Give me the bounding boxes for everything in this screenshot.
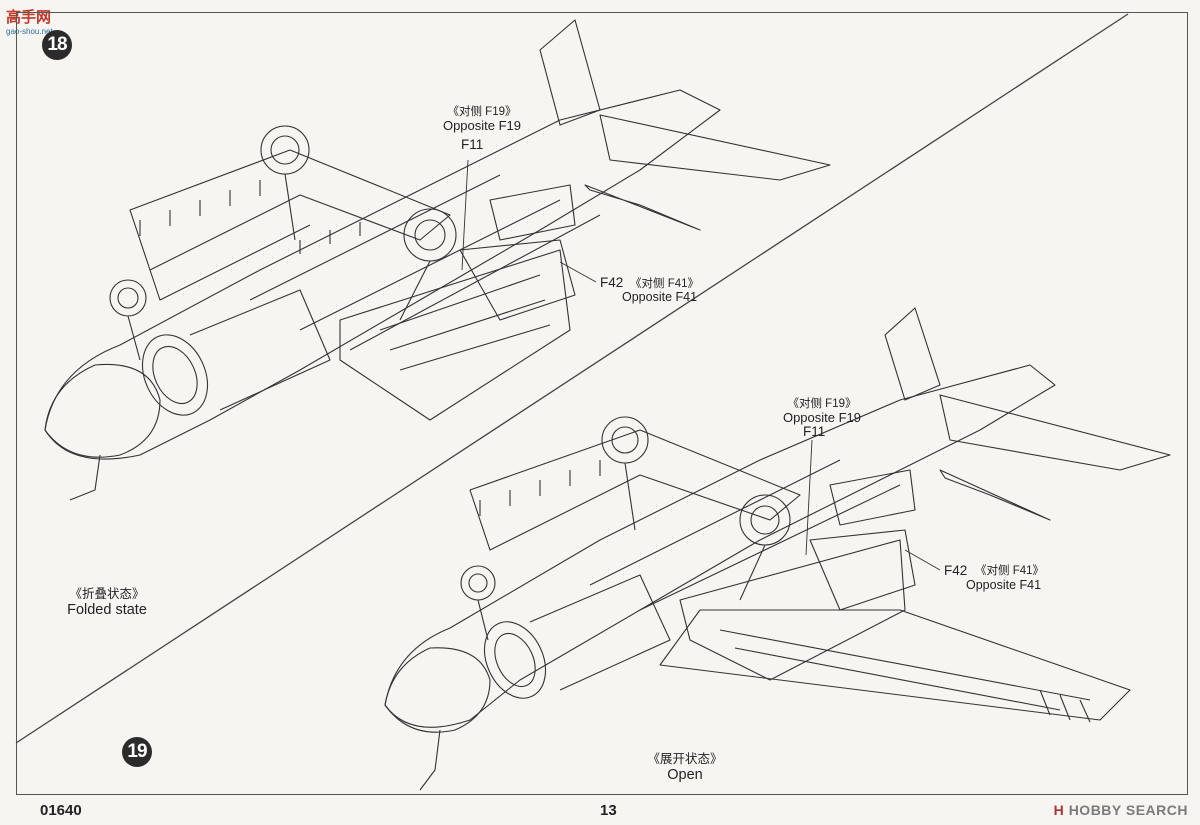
watermark-url: gao-shou.net <box>6 27 53 36</box>
state-caption-open: 《展开状态》 Open <box>630 748 740 783</box>
part-label-f42: F42 <box>600 275 624 290</box>
callout-en: Opposite F19 <box>782 410 862 425</box>
step-number: 18 <box>47 34 67 55</box>
instruction-sheet-frame <box>16 12 1188 795</box>
callout-cn: 《对侧 F19》 <box>787 398 857 410</box>
callout-opposite-f41-cn: 《对侧 F41》 <box>630 278 700 290</box>
page-number: 13 <box>600 802 617 819</box>
watermark-logo: 高手网 gao-shou.net <box>6 6 53 36</box>
step-number-badge: 18 <box>42 30 72 60</box>
callout-cn: 《对侧 F19》 <box>447 106 517 118</box>
step-number: 19 <box>127 741 147 762</box>
brand-text: HOBBY SEARCH <box>1068 802 1188 818</box>
callout-opposite-f19: 《对侧 F19》 Opposite F19 <box>432 105 532 133</box>
aircraft-open-drawing <box>384 307 1171 791</box>
watermark-text: 高手网 <box>6 9 52 26</box>
state-caption-en: Folded state <box>67 602 147 618</box>
part-label-f42: F42 <box>944 563 968 578</box>
brand-mark: H <box>1053 802 1065 818</box>
aircraft-folded-drawing <box>44 19 831 501</box>
callout-en: Opposite F19 <box>442 118 522 133</box>
kit-number: 01640 <box>40 802 82 819</box>
state-caption-cn: 《折叠状态》 <box>69 587 145 601</box>
callout-opposite-f41-en: Opposite F41 <box>966 578 1042 592</box>
brand-watermark: H HOBBY SEARCH <box>1054 802 1188 818</box>
callout-opposite-f41-en: Opposite F41 <box>622 290 698 304</box>
state-caption-folded: 《折叠状态》 Folded state <box>52 583 162 618</box>
state-caption-en: Open <box>667 767 703 783</box>
step-divider-line <box>15 13 1129 744</box>
callout-opposite-f19: 《对侧 F19》 Opposite F19 <box>772 397 872 425</box>
callout-opposite-f41-cn: 《对侧 F41》 <box>975 565 1045 577</box>
part-label-f11: F11 <box>803 424 826 439</box>
part-label-f11: F11 <box>461 137 484 152</box>
state-caption-cn: 《展开状态》 <box>647 752 723 766</box>
step-number-badge: 19 <box>122 737 152 767</box>
